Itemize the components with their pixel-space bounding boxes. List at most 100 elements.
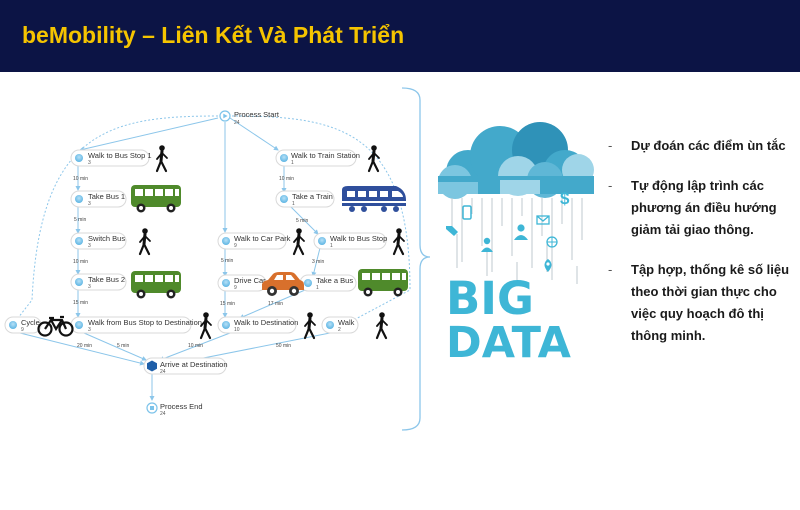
svg-text:Take a Train: Take a Train (292, 192, 333, 201)
bullet-item: -Tập hợp, thống kê số liệu theo thời gia… (608, 262, 790, 343)
dollar-icon: $ (560, 189, 570, 208)
node-take-a-bus: Take a Bus 1 (299, 274, 357, 292)
svg-text:Walk to Bus Stop 1: Walk to Bus Stop 1 (88, 151, 152, 160)
node-walk-to-car-park: Walk to Car Park 9 (217, 232, 291, 250)
car-icon (262, 272, 304, 296)
edge-labels: 10 min 5 min 10 min 15 min 10 min 5 min … (73, 176, 324, 349)
node-arrive-at-destination: Arrive at Destination 24 (143, 357, 228, 375)
edge-label: 5 min (74, 217, 86, 223)
svg-text:24: 24 (234, 120, 240, 126)
edge-label: 10 min (188, 343, 203, 349)
edge-label: 5 min (221, 258, 233, 264)
svg-text:9: 9 (234, 243, 237, 249)
slide-header: beMobility – Liên Kết Và Phát Triển (0, 0, 800, 72)
walking-person-icon (292, 228, 305, 256)
location-pin-icon (544, 259, 552, 272)
node-walk: Walk 2 (321, 316, 359, 334)
mail-icon (536, 215, 550, 225)
svg-text:Cycle: Cycle (21, 318, 40, 327)
edge-label: 17 min (268, 301, 283, 307)
node-switch-bus: Switch Bus 3 (70, 232, 127, 250)
svg-text:Take Bus 2: Take Bus 2 (88, 275, 125, 284)
cloud-icon (438, 122, 594, 199)
edge-label: 20 min (77, 343, 92, 349)
walking-person-icon (199, 312, 212, 340)
phone-icon (462, 205, 472, 220)
loop-right (231, 115, 411, 323)
loop-left (17, 115, 219, 319)
node-take-bus-1: Take Bus 1 3 (70, 190, 127, 208)
node-walk-to-bus-stop: Walk to Bus Stop 1 (313, 232, 387, 250)
node-walk-to-bus-stop-1: Walk to Bus Stop 1 3 (70, 149, 152, 167)
svg-text:Arrive at Destination: Arrive at Destination (160, 360, 228, 369)
svg-text:9: 9 (234, 285, 237, 291)
svg-text:Walk to Bus Stop: Walk to Bus Stop (330, 234, 387, 243)
slide-title: beMobility – Liên Kết Và Phát Triển (22, 22, 405, 48)
node-cycle: Cycle 9 (4, 316, 42, 334)
bullet-item: -Dự đoán các điểm ùn tắc (608, 138, 786, 153)
edge-label: 5 min (296, 218, 308, 224)
bus-icon (131, 271, 181, 299)
node-drive-car: Drive Car 9 (217, 274, 267, 292)
edge-label: 3 min (312, 259, 324, 265)
svg-text:3: 3 (88, 327, 91, 333)
svg-text:Walk to Train Station: Walk to Train Station (291, 151, 360, 160)
edge-label: 10 min (73, 176, 88, 182)
svg-text:Switch Bus: Switch Bus (88, 234, 125, 243)
svg-text:Walk: Walk (338, 318, 355, 327)
train-icon (342, 186, 406, 212)
svg-text:3: 3 (88, 284, 91, 290)
node-process-end: Process End 24 (146, 402, 203, 417)
svg-text:24: 24 (160, 369, 166, 375)
svg-text:10: 10 (234, 327, 240, 333)
svg-text:Walk to Destination: Walk to Destination (234, 318, 298, 327)
tag-icon (446, 226, 458, 236)
svg-text:3: 3 (88, 160, 91, 166)
bus-icon (358, 269, 408, 297)
user-icon (514, 224, 528, 240)
walking-person-icon (367, 145, 380, 173)
svg-text:9: 9 (21, 327, 24, 333)
data-text: DATA (446, 318, 572, 368)
svg-text:Take a Bus: Take a Bus (316, 276, 353, 285)
svg-text:3: 3 (88, 201, 91, 207)
edge-label: 10 min (279, 176, 294, 182)
svg-text:1: 1 (292, 201, 295, 207)
bicycle-icon (37, 315, 74, 337)
walking-person-icon (155, 145, 168, 173)
svg-text:1: 1 (291, 160, 294, 166)
svg-text:Take Bus 1: Take Bus 1 (88, 192, 125, 201)
walking-person-icon (375, 312, 388, 340)
node-walk-to-train-station: Walk to Train Station 1 (275, 149, 360, 167)
svg-text:Process End: Process End (160, 402, 203, 411)
walking-person-icon (303, 312, 316, 340)
walking-person-icon (138, 228, 151, 256)
user-icon (481, 237, 493, 252)
node-take-a-train: Take a Train 1 (275, 190, 335, 208)
node-process-start: Process Start 24 (219, 110, 280, 126)
bullet-list: -Dự đoán các điểm ùn tắc -Tự động lập tr… (608, 135, 798, 365)
svg-text:Walk from Bus Stop to Destinat: Walk from Bus Stop to Destination (88, 318, 202, 327)
svg-text:3: 3 (88, 243, 91, 249)
big-text: BIG (446, 272, 534, 325)
edge-label: 15 min (220, 301, 235, 307)
svg-text:1: 1 (316, 285, 319, 291)
edge-label: 15 min (73, 300, 88, 306)
svg-text:2: 2 (338, 327, 341, 333)
node-walk-from-bus-stop: Walk from Bus Stop to Destination 3 (70, 316, 202, 334)
svg-text:Walk to Car Park: Walk to Car Park (234, 234, 291, 243)
bracket (401, 87, 431, 431)
edge-label: 10 min (73, 259, 88, 265)
node-take-bus-2: Take Bus 2 3 (70, 273, 127, 291)
big-data-illustration: $ BIG DATA (438, 122, 594, 368)
node-walk-to-destination: Walk to Destination 10 (217, 316, 298, 334)
walking-person-icon (392, 228, 405, 256)
rain-lines (451, 198, 583, 284)
edge-label: 5 min (117, 343, 129, 349)
svg-text:24: 24 (160, 411, 166, 417)
bullet-item: -Tự động lập trình các phương án điều hư… (608, 178, 777, 237)
bus-icon (131, 185, 181, 213)
edge-label: 50 min (276, 343, 291, 349)
svg-text:Process Start: Process Start (234, 110, 280, 119)
